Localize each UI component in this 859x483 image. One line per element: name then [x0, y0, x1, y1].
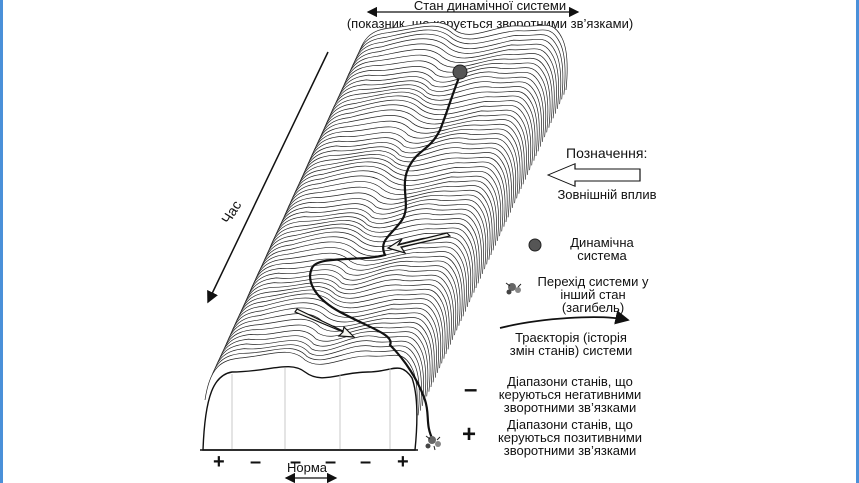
trajectory-path: [309, 74, 462, 441]
external-influence-arrow-lower: [294, 308, 356, 338]
sign-plus-right: +: [397, 451, 409, 473]
legend-external-influence-label: Зовнішній вплив: [557, 187, 657, 202]
right-frame-border: [856, 0, 859, 483]
norm-label: Норма: [287, 460, 328, 475]
legend-trajectory-label: Траєкторія (історія змін станів) системи: [509, 330, 633, 358]
minus-icon: –: [464, 376, 478, 403]
landscape-ridge: [204, 22, 568, 421]
hollow-arrow-icon: [546, 162, 641, 188]
legend-title: Позначення:: [566, 145, 648, 161]
front-profile: [202, 365, 418, 451]
time-axis-arrow: [207, 51, 329, 304]
sign-minus-1: –: [250, 451, 262, 473]
legend-transition-label: Перехід системи у інший стан (загибель): [537, 274, 649, 315]
range-dividers: [231, 368, 391, 450]
ball-icon: [528, 238, 542, 252]
legend-positive-feedback-label: Діапазони станів, що керуються позитивни…: [497, 417, 643, 458]
crash-icon: [505, 282, 522, 295]
sign-minus-4: –: [360, 451, 372, 473]
left-frame-border: [0, 0, 3, 483]
crash-icon-diagram: [425, 435, 441, 451]
dynamic-system-ball-icon: [452, 64, 468, 80]
plus-icon: +: [462, 421, 477, 448]
external-influence-arrow-upper: [386, 232, 452, 255]
sign-minus-3: –: [325, 451, 337, 473]
sign-minus-2: –: [290, 451, 302, 473]
sign-plus-left: +: [213, 451, 225, 473]
legend-dynamic-system-label: Динамічна система: [570, 235, 634, 263]
legend-negative-feedback-label: Діапазони станів, що керуються негативни…: [498, 374, 642, 415]
trajectory-arrow-icon: [499, 310, 630, 329]
